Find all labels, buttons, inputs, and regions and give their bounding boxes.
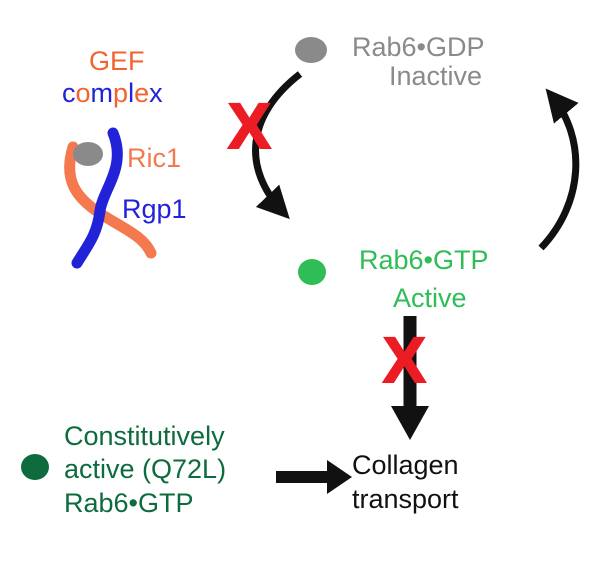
constitutive-line3: Rab6•GTP	[64, 488, 194, 518]
complex-letter: p	[113, 78, 129, 108]
blocked-x-transport: X	[382, 324, 427, 396]
ric1-label: Ric1	[127, 143, 182, 173]
complex-letter: x	[149, 78, 163, 108]
complex-letter: l	[128, 78, 135, 108]
complex-letter: e	[134, 78, 150, 108]
rgp1-label: Rgp1	[122, 194, 187, 224]
rab6-q72l-oval	[21, 454, 49, 480]
complex-letter: m	[90, 78, 114, 108]
collagen-line2: transport	[352, 484, 459, 514]
rgp1-ribbon	[71, 127, 123, 269]
activation-arrow	[252, 71, 303, 220]
rab6-gdp-oval	[295, 37, 327, 63]
rab6-on-gef-oval	[73, 142, 103, 166]
inactivation-arrow	[538, 88, 580, 251]
constitutive-line1: Constitutively	[64, 421, 225, 451]
gef-label: GEF	[89, 46, 145, 76]
rab6-gdp-label: Rab6•GDP	[352, 32, 485, 62]
collagen-line1: Collagen	[352, 450, 459, 480]
rab6-gdp-state: Inactive	[389, 61, 483, 91]
complex-letter: o	[75, 78, 91, 108]
complex-letter: c	[62, 78, 76, 108]
blocked-x-activation: X	[227, 90, 272, 162]
constitutive-line2: active (Q72L)	[64, 454, 227, 484]
rab6-gtp-state: Active	[393, 283, 467, 313]
rab6-gtp-oval	[298, 259, 326, 285]
rab6-gtp-label: Rab6•GTP	[359, 245, 489, 275]
rescue-arrow-head	[327, 460, 352, 494]
transport-arrow-head	[391, 406, 429, 440]
complex-label: complex	[62, 78, 163, 109]
